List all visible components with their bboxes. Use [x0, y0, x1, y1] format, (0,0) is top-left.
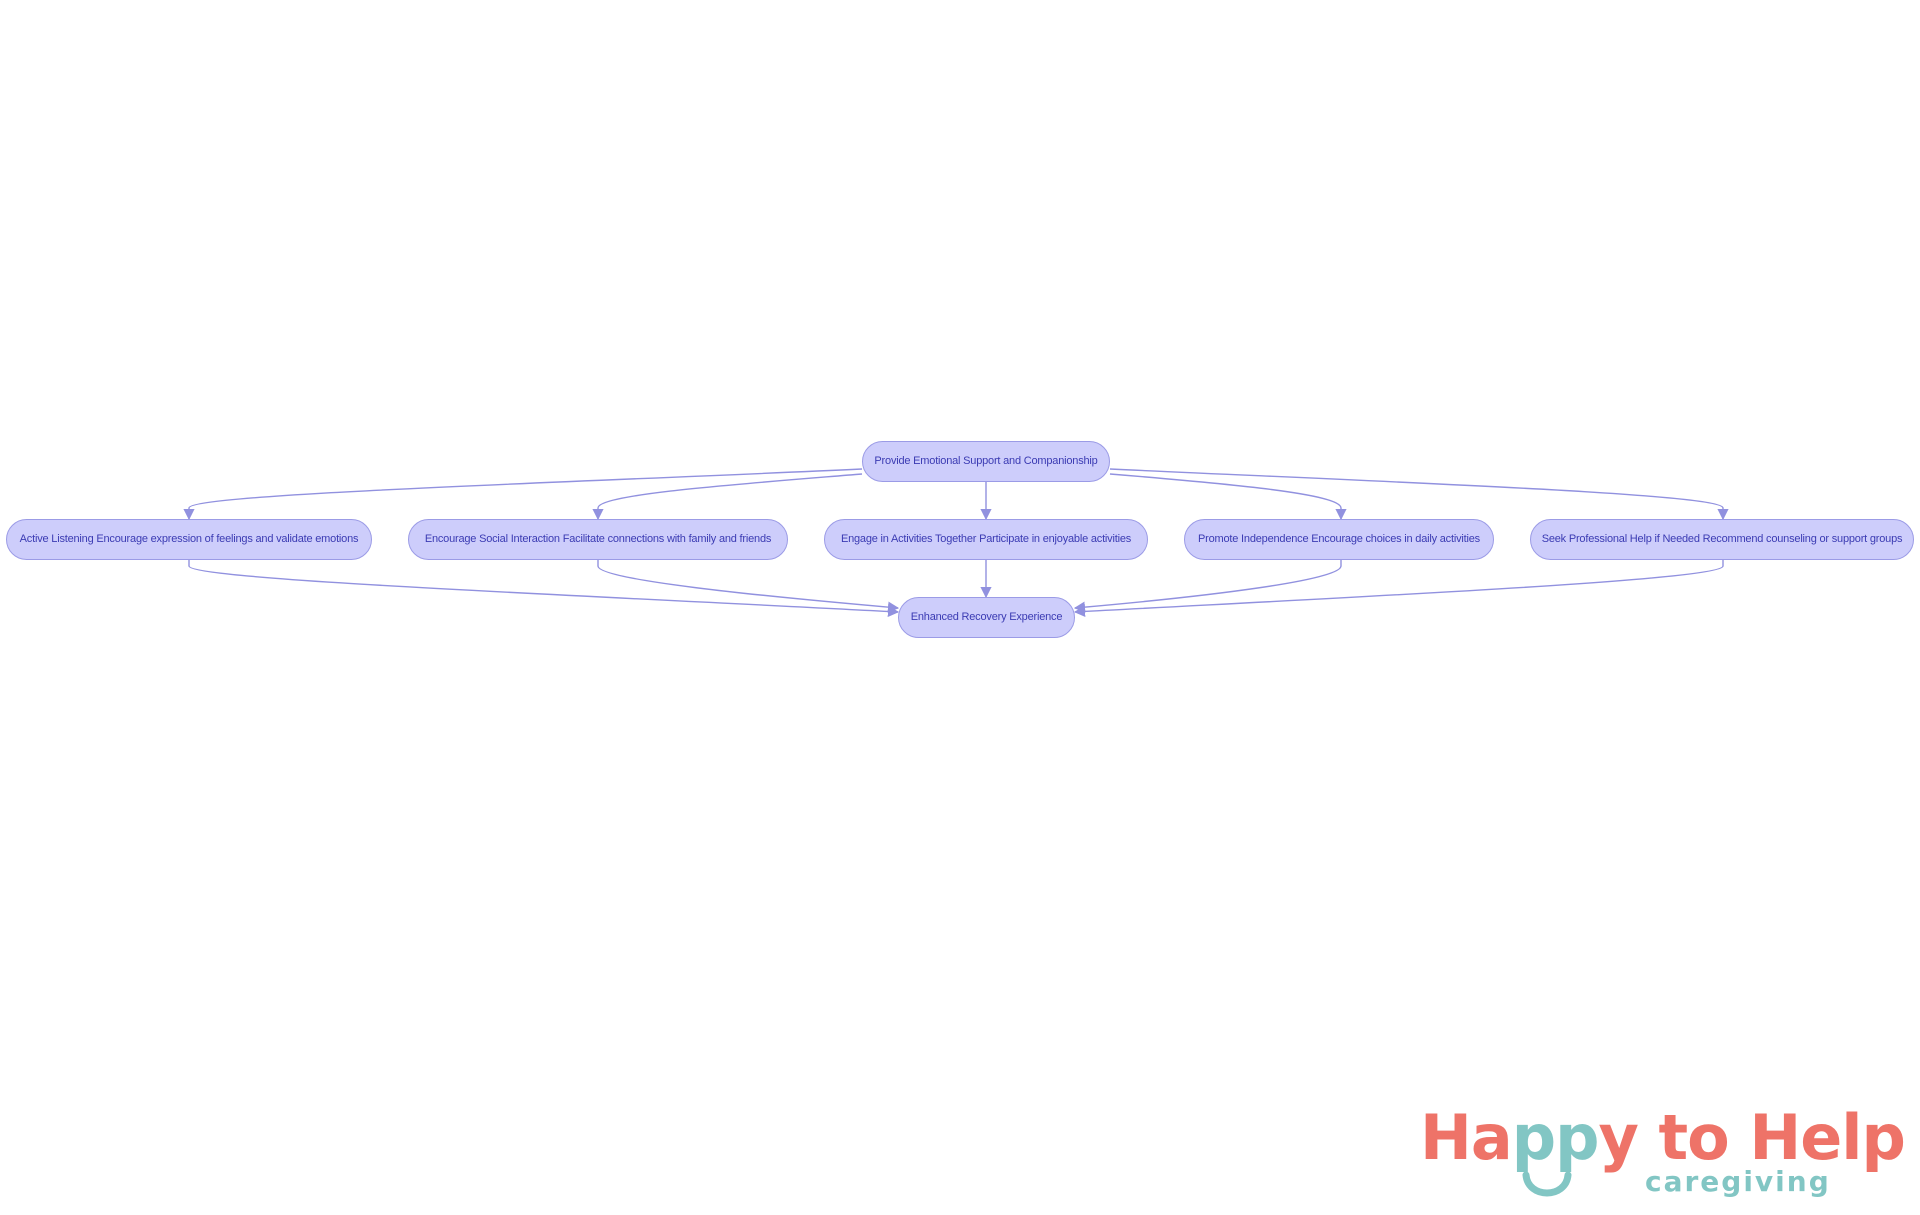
node-social-interaction: Encourage Social Interaction Facilitate … — [408, 519, 788, 560]
node-activities: Engage in Activities Together Participat… — [824, 519, 1148, 560]
happy-to-help-logo: Happy to Help caregiving — [1420, 1103, 1906, 1203]
logo-tagline: caregiving — [1645, 1165, 1831, 1198]
edge-social-interaction-to-outcome — [597, 560, 900, 613]
edge-root-to-social-interaction — [592, 473, 863, 521]
node-professional-help: Seek Professional Help if Needed Recomme… — [1530, 519, 1914, 560]
node-independence: Promote Independence Encourage choices i… — [1184, 519, 1494, 560]
logo-word-rest: y to Help — [1598, 1101, 1906, 1174]
smile-icon — [1522, 1171, 1572, 1197]
edge-professional-help-to-outcome — [1073, 560, 1724, 618]
node-outcome: Enhanced Recovery Experience — [898, 597, 1075, 638]
logo-wordmark: Happy to Help — [1420, 1101, 1906, 1174]
node-active-listening: Active Listening Encourage expression of… — [6, 519, 372, 560]
edge-root-to-professional-help — [1109, 468, 1729, 521]
edge-root-to-independence — [1109, 473, 1347, 521]
edge-active-listening-to-outcome — [188, 560, 900, 618]
edge-root-to-active-listening — [183, 468, 863, 521]
logo-word-pp: pp — [1511, 1101, 1600, 1174]
node-root: Provide Emotional Support and Companions… — [862, 441, 1110, 482]
logo-word-ha: Ha — [1420, 1101, 1513, 1174]
edge-independence-to-outcome — [1073, 560, 1342, 613]
